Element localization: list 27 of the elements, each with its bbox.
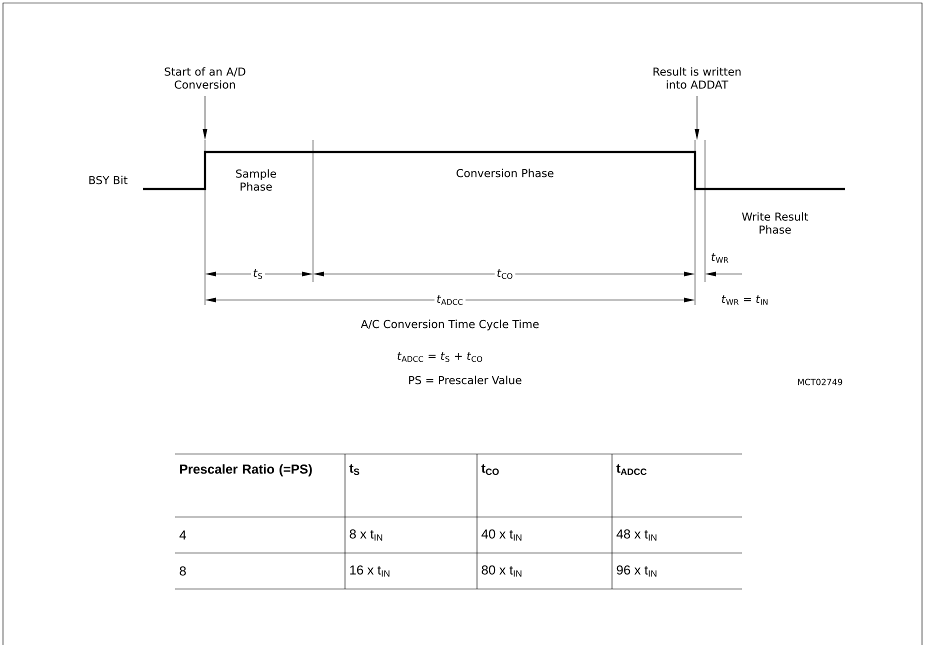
caption-text: A/C Conversion Time Cycle Time xyxy=(360,320,539,330)
time-label: t$_{WR}$ xyxy=(712,253,728,263)
table-cell: 4 xyxy=(180,530,186,540)
table-cell: 8 xyxy=(180,566,186,576)
table-cell: 8 x t$_{IN}$ xyxy=(350,529,382,541)
table-cell: 96 x t$_{IN}$ xyxy=(616,565,656,577)
figure-code: MCT02749 xyxy=(798,378,842,386)
table-cell: 40 x t$_{IN}$ xyxy=(482,529,522,541)
table-cell: 80 x t$_{IN}$ xyxy=(482,565,522,577)
table-cell: Prescaler Ratio (=PS) xyxy=(180,464,312,476)
signal-name: BSY Bit xyxy=(89,176,128,184)
time-label: t$_{ADCC}$ xyxy=(434,293,466,307)
equation: t$_{ADCC}$ = t$_{S}$ + t$_{CO}$ xyxy=(398,352,482,362)
time-label: t$_{CO}$ xyxy=(494,267,516,281)
phase-label: Conversion Phase xyxy=(456,168,554,178)
equation: PS = Prescaler Value xyxy=(409,376,522,384)
table-cell: t$_{CO}$ xyxy=(481,464,499,475)
time-label: t$_{S}$ xyxy=(250,267,266,281)
annotation-text: Start of an A/D Conversion xyxy=(164,67,246,89)
table-cell: 16 x t$_{IN}$ xyxy=(350,565,390,577)
table-cell: t$_{S}$ xyxy=(349,464,360,475)
phase-label: Sample Phase xyxy=(236,169,276,191)
table-cell: 48 x t$_{IN}$ xyxy=(616,529,656,541)
table-cell: t$_{ADCC}$ xyxy=(616,464,647,475)
phase-label: Write Result Phase xyxy=(742,212,808,234)
annotation-text: Result is written into ADDAT xyxy=(654,67,741,89)
equation: t$_{WR}$ = t$_{IN}$ xyxy=(722,295,768,305)
